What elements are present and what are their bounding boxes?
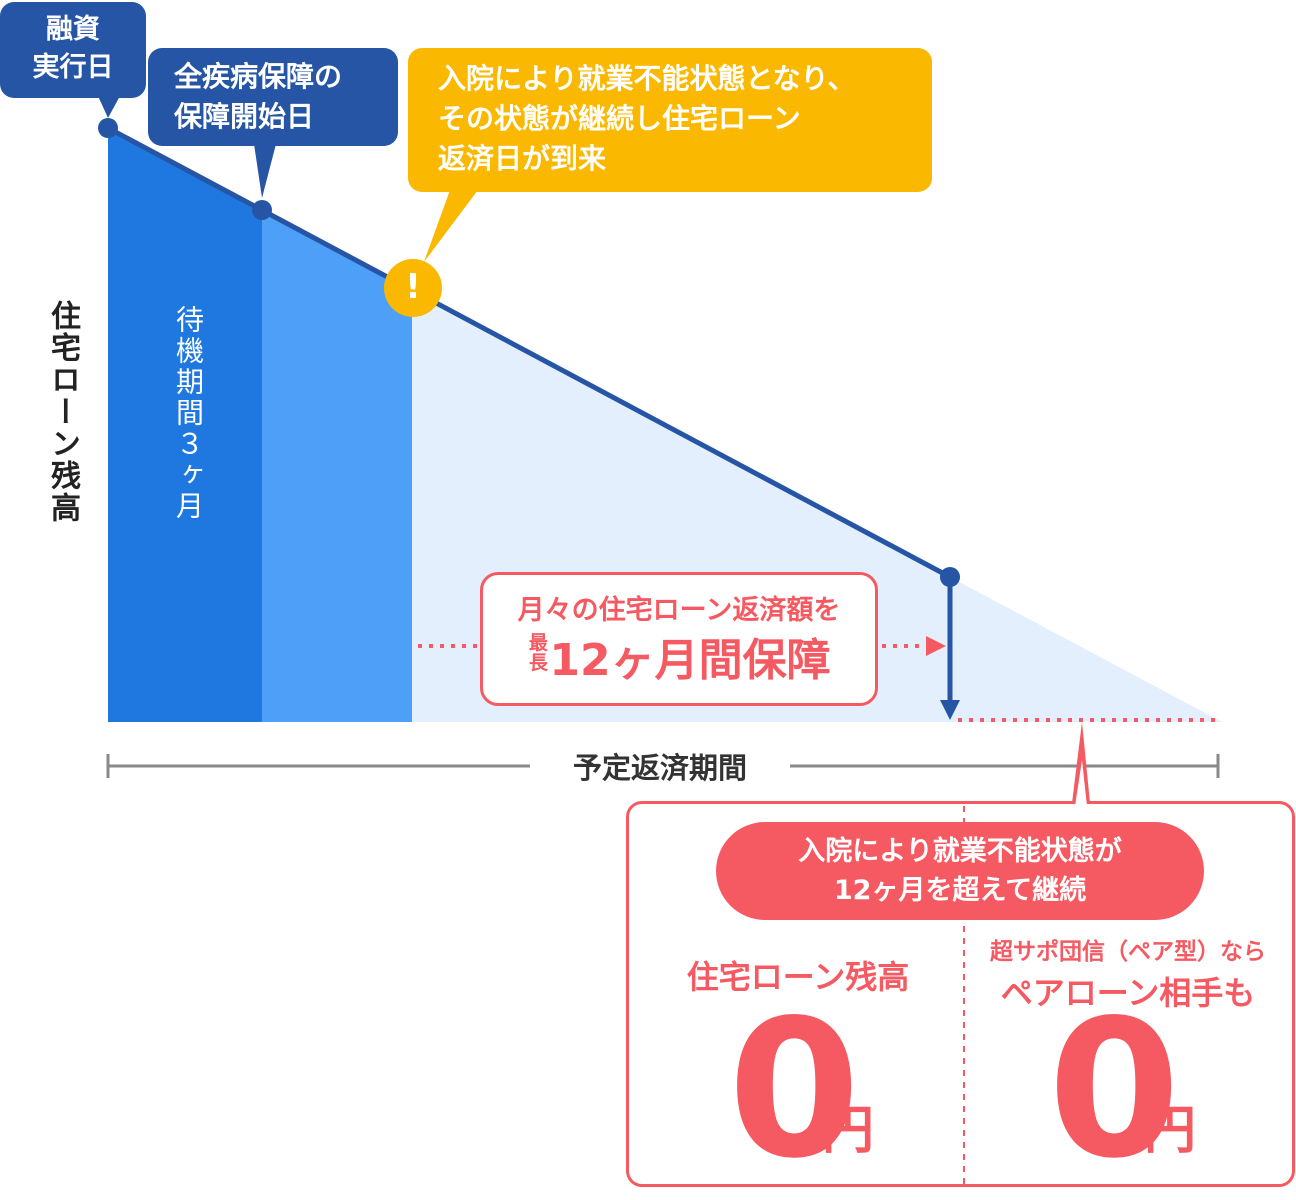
bubble-line: 融資 [46,14,100,45]
exclamation-icon: ! [405,267,421,307]
warning-circle [384,259,442,317]
bubble-line: 全疾病保障の [174,60,343,93]
right-zero-value: 0 [1048,979,1181,1200]
max-label-top: 最 [528,632,548,654]
bubble-line: 保障開始日 [174,100,315,133]
y-axis-label: 住宅ローン残高 [45,300,80,524]
dotted-arrowhead [926,636,946,656]
loan-execution-bubble: 融資 実行日 [0,2,146,98]
result-pointer-fill [1075,760,1087,806]
loan-execution-point [98,118,118,138]
repayment-end-point [940,567,960,587]
hosp-bubble-pointer [424,190,478,262]
coverage-start-point [252,200,272,220]
waiting-period-label: 待機期間３ヶ月 [172,305,205,522]
coverage-bubble-pointer [254,144,276,198]
monthly-coverage-line2: 最長12ヶ月間保障 [483,633,875,695]
covered-area [262,210,412,722]
loan-bubble-pointer [98,96,120,118]
left-yen-unit: 円 [822,1101,875,1161]
right-result-title: ペアローン相手も [1000,974,1256,1012]
hospitalization-bubble: 入院により就業不能状態となり、 その状態が継続し住宅ローン 返済日が到来 [408,48,932,192]
bubble-line: 入院により就業不能状態となり、 [438,62,856,95]
max-label: 最長 [527,633,549,673]
result-pointer-border [1072,722,1090,803]
bubble-line: 実行日 [32,52,114,83]
left-zero-value: 0 [728,979,861,1200]
left-result-title: 住宅ローン残高 [686,958,910,996]
drop-arrowhead [940,700,960,720]
bubble-line: 返済日が到来 [438,142,607,175]
coverage-start-bubble: 全疾病保障の 保障開始日 [148,48,398,146]
bubble-line: その状態が継続し住宅ローン [438,102,801,135]
right-result-subtitle: 超サポ団信（ペア型）なら [990,939,1266,965]
balance-line [106,125,952,580]
waiting-period-area [108,128,262,722]
pill-line1: 入院により就業不能状態が [798,836,1122,867]
max-label-bottom: 長 [528,652,548,674]
pill-line2: 12ヶ月を超えて継続 [833,875,1087,906]
monthly-coverage-line1: 月々の住宅ローン返済額を [517,595,841,626]
result-condition-pill: 入院により就業不能状態が 12ヶ月を超えて継続 [716,822,1204,920]
monthly-coverage-box: 月々の住宅ローン返済額を 最長12ヶ月間保障 [480,572,878,706]
repayment-period-label: 予定返済期間 [530,745,790,787]
right-yen-unit: 円 [1144,1101,1197,1161]
coverage-duration: 12ヶ月間保障 [549,635,831,686]
